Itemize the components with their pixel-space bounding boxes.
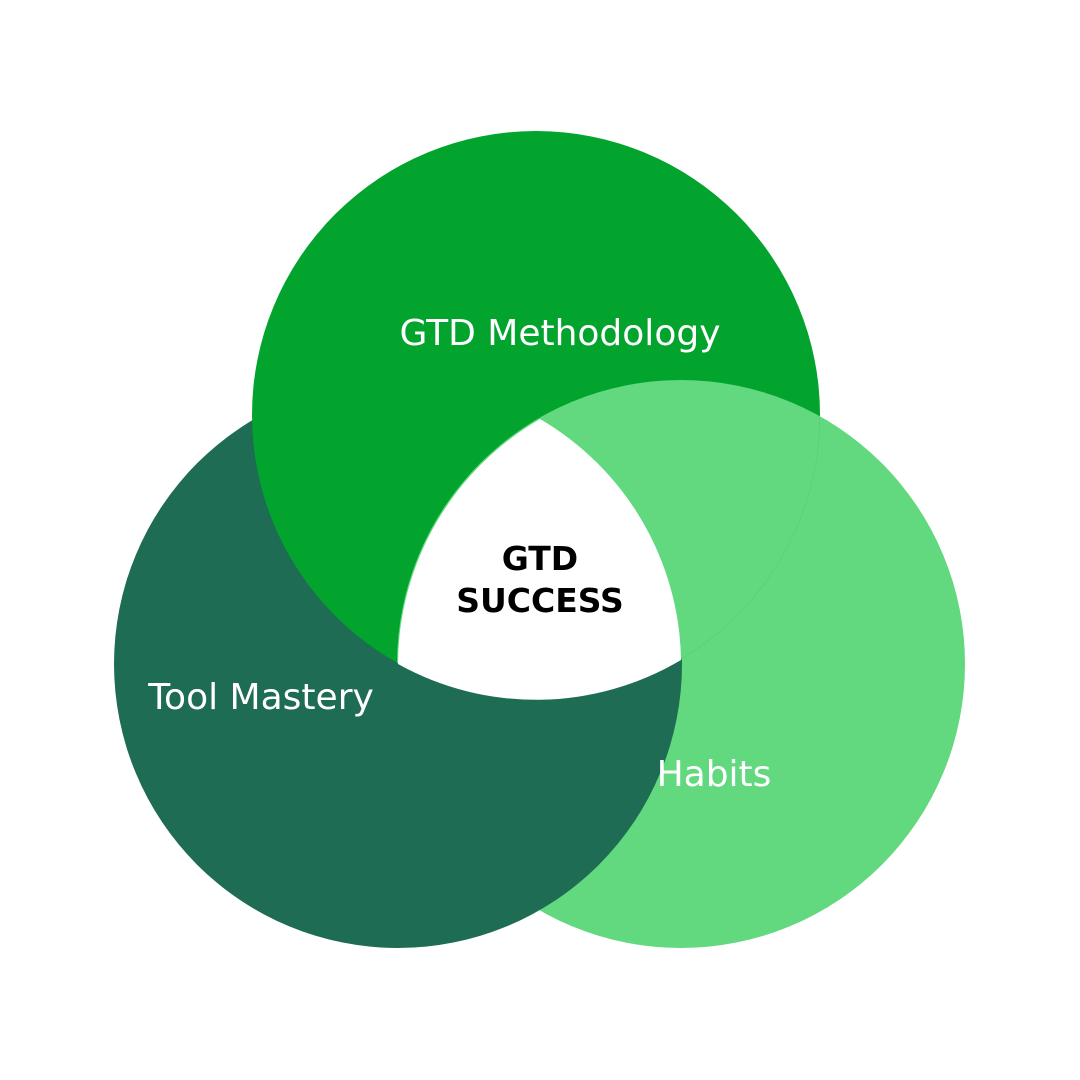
gtd-methodology-label: GTD Methodology — [400, 313, 721, 354]
habits-label: Habits — [657, 754, 772, 795]
tool-mastery-label: Tool Mastery — [147, 677, 374, 718]
center-label-line2: SUCCESS — [456, 581, 624, 620]
center-label-line1: GTD — [502, 539, 578, 578]
center-intersection — [398, 419, 681, 700]
